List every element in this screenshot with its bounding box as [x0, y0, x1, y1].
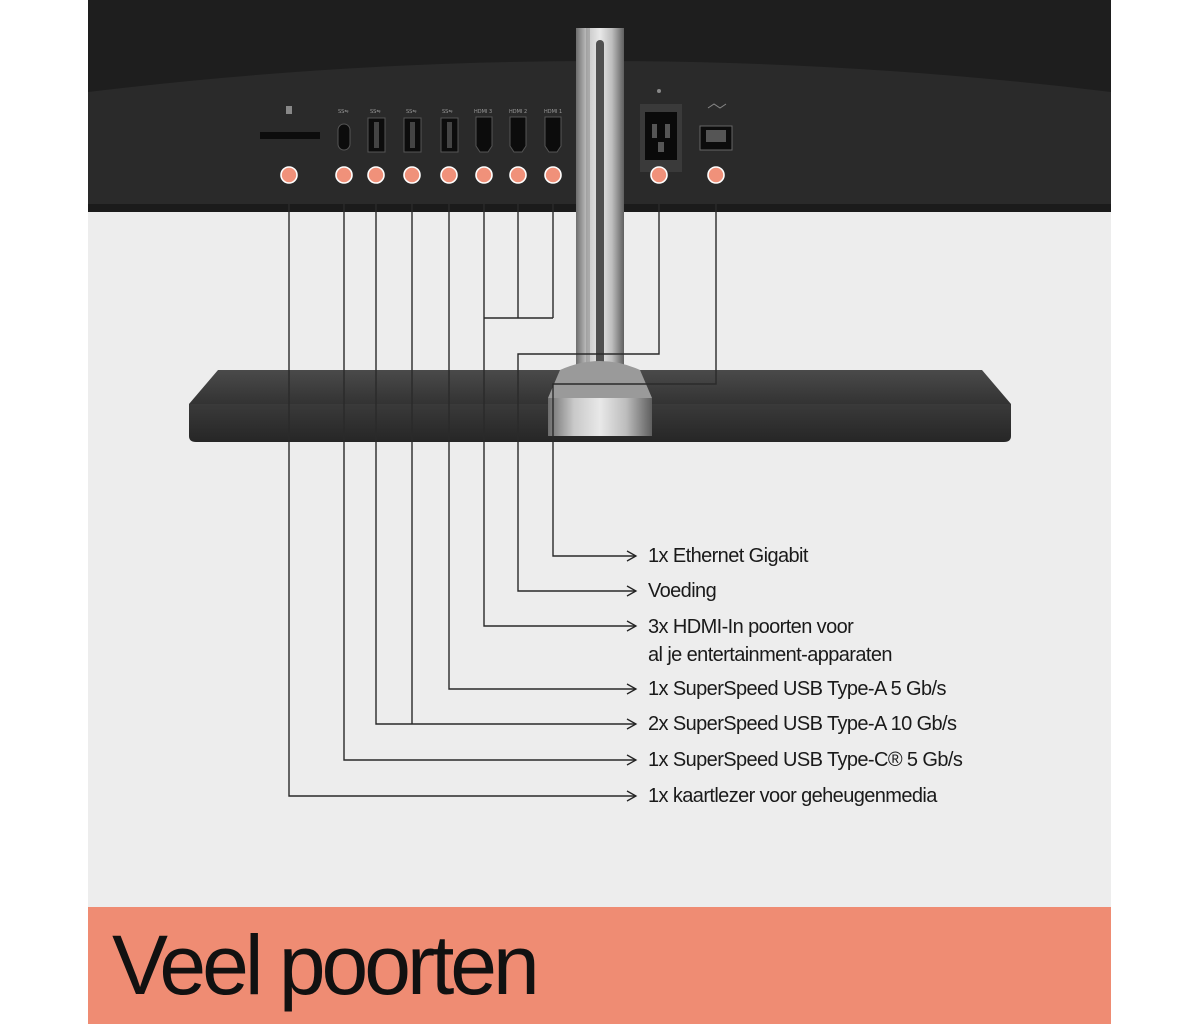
marker-hdmi3 [544, 166, 562, 184]
callout-hdmi-line2: al je entertainment-apparaten [648, 644, 892, 666]
stand-foot [548, 398, 652, 436]
marker-usb-a2 [403, 166, 421, 184]
title-banner: Veel poorten [88, 907, 1111, 1024]
leader-ethernet [552, 175, 717, 562]
cable-channel [596, 40, 604, 395]
marker-usb-c [335, 166, 353, 184]
marker-card-reader [280, 166, 298, 184]
hdmi3-tag: HDMI 1 [544, 109, 562, 115]
marker-usb-a3 [440, 166, 458, 184]
banner-title: Veel poorten [112, 918, 540, 1012]
callout-usb-a-5: 1x SuperSpeed USB Type-A 5 Gb/s [648, 678, 946, 700]
leader-usb-a-5 [448, 175, 638, 695]
usb-icon [337, 117, 459, 153]
hdmi-icon [475, 116, 562, 153]
sd-card-icon [260, 106, 320, 139]
leader-card-reader [288, 175, 638, 802]
callout-usb-c: 1x SuperSpeed USB Type-C® 5 Gb/s [648, 749, 963, 771]
usb-a3-tag: SS⇋ [442, 109, 453, 115]
marker-hdmi2 [509, 166, 527, 184]
usb-a1-tag: SS⇋ [370, 109, 381, 115]
leader-power [517, 175, 660, 597]
leader-lines [288, 175, 717, 802]
leader-usb-a-10 [375, 175, 638, 730]
marker-ethernet [707, 166, 725, 184]
marker-hdmi1 [475, 166, 493, 184]
usb-c-tag: SS⇋ [338, 109, 349, 115]
power-socket-icon [640, 89, 682, 172]
leader-usb-c [343, 175, 638, 766]
hdmi2-tag: HDMI 2 [509, 109, 527, 115]
port-markers [280, 166, 725, 184]
marker-usb-a1 [367, 166, 385, 184]
callout-power: Voeding [648, 580, 717, 602]
callout-hdmi-line1: 3x HDMI-In poorten voor [648, 616, 854, 638]
leader-hdmi [483, 318, 638, 632]
ethernet-icon [699, 103, 733, 151]
marker-power [650, 166, 668, 184]
hdmi1-tag: HDMI 3 [474, 109, 492, 115]
callout-card-reader: 1x kaartlezer voor geheugenmedia [648, 785, 937, 807]
usb-a2-tag: SS⇋ [406, 109, 417, 115]
callout-ethernet: 1x Ethernet Gigabit [648, 545, 808, 567]
callout-usb-a-10: 2x SuperSpeed USB Type-A 10 Gb/s [648, 713, 957, 735]
